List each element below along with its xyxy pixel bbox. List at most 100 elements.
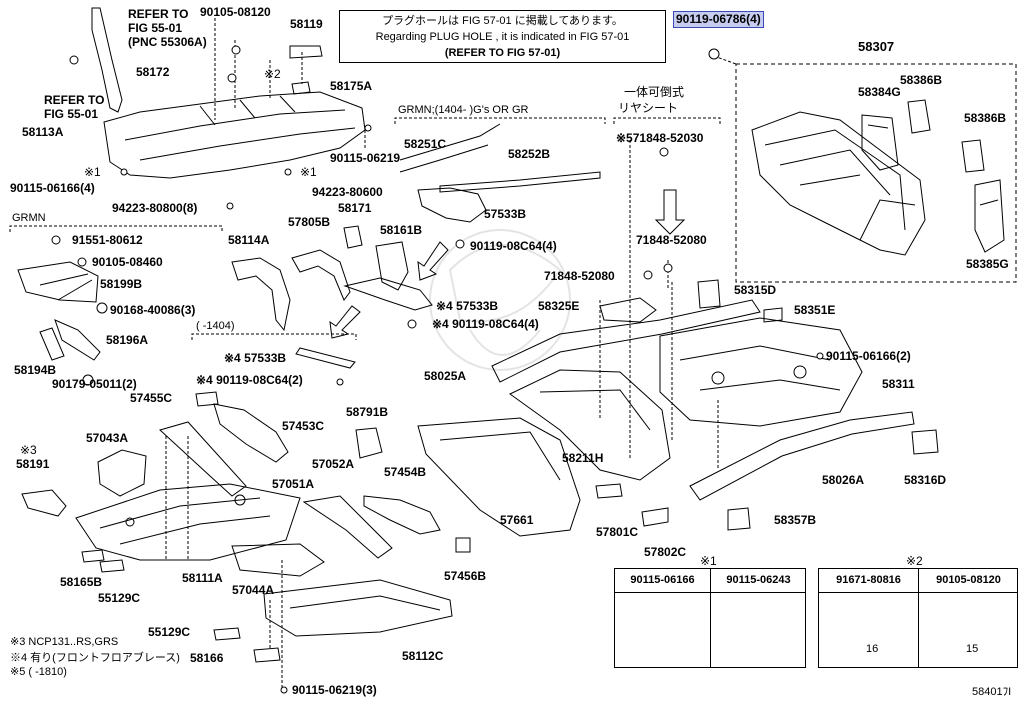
part-label[interactable]: 55129C [98,591,141,605]
part-label[interactable]: 58026A [822,473,865,487]
part-label[interactable]: ※4 90119-08C64(4) [432,317,539,331]
part-label[interactable]: 57044A [232,583,275,597]
part-label[interactable]: 57661 [500,513,534,527]
brace-58196A [54,319,101,361]
brace-58251C [399,123,501,173]
part-label[interactable]: ※4 90119-08C64(2) [196,373,303,387]
part-label[interactable]: 57805B [288,215,331,229]
part-label[interactable]: 58251C [404,137,447,151]
part-label[interactable]: 58386B [964,111,1007,125]
part-label[interactable]: 58386B [900,73,943,87]
plug-hole-note: プラグホールは FIG 57-01 に掲載してあります。 Regarding P… [339,10,666,63]
part-label[interactable]: 58191 [16,457,50,471]
part-label[interactable]: 58385G [966,257,1009,271]
part-label[interactable]: 58114A [228,233,270,247]
part-label[interactable]: 55129C [148,625,191,639]
part-label[interactable]: 58194B [14,363,57,377]
part-label[interactable]: 90105-08120 [200,5,271,19]
part-label[interactable]: 71848-52080 [636,233,707,247]
bracket-57456B [455,537,471,553]
rear-panel-58307 [751,111,926,256]
part-label[interactable]: 57802C [644,545,687,559]
part-label[interactable]: 58325E [538,299,580,313]
part-label[interactable]: 57533B [484,207,527,221]
part-label[interactable]: 58175A [330,79,373,93]
part-label[interactable]: 58025A [424,369,467,383]
part-label[interactable]: 57456B [444,569,487,583]
table1-col1[interactable]: 90115-06166 [630,574,695,586]
part-label[interactable]: 58252B [508,147,551,161]
bracket-58161B [375,241,409,291]
part-label[interactable]: 90105-08460 [92,255,163,269]
bracket-57802C [641,507,669,527]
part-label[interactable]: 58172 [136,65,170,79]
part-label[interactable]: 57043A [86,431,129,445]
part-label[interactable]: 57801C [596,525,639,539]
part-label[interactable]: ※571848-52030 [616,131,704,145]
part-label[interactable]: 90168-40086(3) [110,303,196,317]
bracket-58175A [291,81,311,95]
part-label[interactable]: ※4 57533B [436,299,499,313]
table1-col2[interactable]: 90115-06243 [726,574,791,586]
part-label[interactable]: 58171 [338,201,372,215]
cowl-pillar-58172 [91,7,123,113]
part-label[interactable]: 57453C [282,419,325,433]
figure-id: 58401ﾌI [972,686,1012,698]
part-label[interactable]: 57052A [312,457,355,471]
part-label[interactable]: 90115-06219 [330,151,401,165]
part-label[interactable]: 58791B [346,405,389,419]
part-label[interactable]: 58307 [858,39,895,54]
bracket-58386B-b [961,139,985,173]
range-1404-bracket [191,333,357,340]
part-label[interactable]: 57455C [130,391,173,405]
table2-col1[interactable]: 91671-80816 [836,574,901,586]
part-label[interactable]: ※4 57533B [224,351,287,365]
part-label[interactable]: 58311 [882,377,915,391]
plate-57533B-a [417,187,487,223]
part-label[interactable]: 58315D [734,283,777,297]
arrow-down-seat [654,189,686,235]
part-label[interactable]: 58196A [106,333,149,347]
part-label[interactable]: 58166 [190,651,224,665]
part-label[interactable]: 57051A [272,477,315,491]
part-label[interactable]: 90115-06166(4) [10,181,95,195]
part-label[interactable]: 90119-08C64(4) [470,239,557,253]
part-label[interactable]: 58357B [774,513,817,527]
part-label[interactable]: 94223-80800(8) [112,201,198,215]
part-label[interactable]: 58384G [858,85,901,99]
part-label[interactable]: 58161B [380,223,423,237]
part-label[interactable]: 90115-06219(3) [292,683,377,697]
table2-col2[interactable]: 90105-08120 [936,574,1001,586]
part-label[interactable]: 58211H [562,451,604,465]
arrow-diag-1 [417,241,449,281]
part-label[interactable]: 58119 [290,17,323,31]
cover-58325E [599,297,657,323]
part-label[interactable]: 58316D [904,473,947,487]
part-label[interactable]: 58111A [182,571,223,585]
part-label[interactable]: 94223-80600 [312,185,383,199]
part-label[interactable]: 58113A [22,125,64,139]
part-label[interactable]: 91551-80612 [72,233,143,247]
part-note-mark: ※3 [20,443,37,457]
part-label[interactable]: 57454B [384,465,427,479]
clip-55129C-b [213,627,241,641]
grmn-gs-label: GRMN;(1404- )G's OR GR [398,104,529,116]
part-label[interactable]: 90179-05011(2) [52,377,137,391]
part-label[interactable]: 90115-06166(2) [826,349,911,363]
grmn-bracket-left [9,225,223,232]
footnote-4: ※4 有り(フロントフロアブレース) [10,652,180,664]
part-label[interactable]: 58112C [402,649,444,663]
panel-57043A [97,449,147,497]
brace-57533B-front [343,277,433,311]
part-label[interactable]: 71848-52080 [544,269,615,283]
part-label[interactable]: 58351E [794,303,836,317]
part-note-mark: ※2 [264,67,281,81]
member-57454B [363,495,441,535]
part-label[interactable]: 58165B [60,575,103,589]
part-label[interactable]: 58199B [100,277,143,291]
grmn-left-label: GRMN [12,212,46,224]
clip-55129C-a [99,559,125,573]
brace-58194B [39,327,65,361]
highlighted-part-label[interactable]: 90119-06786(4) [673,11,764,28]
